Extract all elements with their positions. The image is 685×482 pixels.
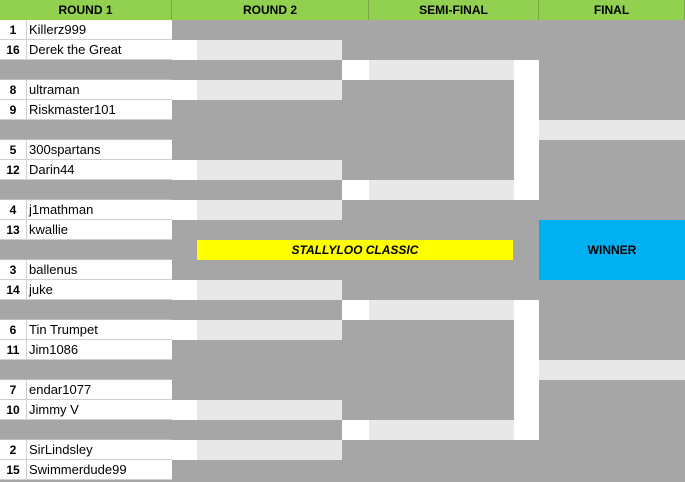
- team-name-cell[interactable]: kwallie: [27, 220, 172, 240]
- round2-slot[interactable]: [197, 80, 342, 100]
- separator-row: [0, 60, 172, 80]
- round2-slot[interactable]: [197, 200, 342, 220]
- seed-cell[interactable]: 8: [0, 80, 27, 100]
- team-name-cell[interactable]: Jim1086: [27, 340, 172, 360]
- team-name-cell[interactable]: endar1077: [27, 380, 172, 400]
- team-name-cell[interactable]: juke: [27, 280, 172, 300]
- semifinal-slot[interactable]: [369, 420, 514, 440]
- connector-cell: [342, 420, 369, 440]
- round2-slot[interactable]: [197, 320, 342, 340]
- round2-slot[interactable]: [197, 280, 342, 300]
- seed-cell[interactable]: 3: [0, 260, 27, 280]
- seed-cell[interactable]: 6: [0, 320, 27, 340]
- connector-cell: [342, 60, 369, 80]
- header-final[interactable]: FINAL: [539, 0, 685, 20]
- round2-slot[interactable]: [197, 40, 342, 60]
- connector-line: [514, 60, 539, 200]
- team-name-cell[interactable]: Tin Trumpet: [27, 320, 172, 340]
- round2-slot[interactable]: [197, 160, 342, 180]
- team-name-cell[interactable]: 300spartans: [27, 140, 172, 160]
- semifinal-slot[interactable]: [369, 180, 514, 200]
- connector-cell: [172, 160, 197, 180]
- separator-row: [0, 240, 172, 260]
- seed-cell[interactable]: 16: [0, 40, 27, 60]
- separator-row: [0, 300, 172, 320]
- seed-cell[interactable]: 10: [0, 400, 27, 420]
- connector-line: [514, 300, 539, 440]
- separator-row: [0, 120, 172, 140]
- seed-cell[interactable]: 7: [0, 380, 27, 400]
- team-name-cell[interactable]: Darin44: [27, 160, 172, 180]
- team-name-cell[interactable]: ballenus: [27, 260, 172, 280]
- connector-cell: [172, 200, 197, 220]
- team-name-cell[interactable]: Derek the Great: [27, 40, 172, 60]
- connector-cell: [172, 40, 197, 60]
- seed-cell[interactable]: 4: [0, 200, 27, 220]
- seed-cell[interactable]: 5: [0, 140, 27, 160]
- header-semi-final[interactable]: SEMI-FINAL: [369, 0, 539, 20]
- round2-slot[interactable]: [197, 400, 342, 420]
- semifinal-slot[interactable]: [369, 300, 514, 320]
- team-name-cell[interactable]: Swimmerdude99: [27, 460, 172, 480]
- team-name-cell[interactable]: SirLindsley: [27, 440, 172, 460]
- round2-slot[interactable]: [197, 440, 342, 460]
- header-round-2[interactable]: ROUND 2: [172, 0, 369, 20]
- separator-row: [0, 360, 172, 380]
- seed-cell[interactable]: 2: [0, 440, 27, 460]
- seed-cell[interactable]: 15: [0, 460, 27, 480]
- connector-cell: [172, 440, 197, 460]
- seed-cell[interactable]: 14: [0, 280, 27, 300]
- seed-cell[interactable]: 1: [0, 20, 27, 40]
- connector-cell: [342, 300, 369, 320]
- separator-row: [0, 180, 172, 200]
- team-name-cell[interactable]: Jimmy V: [27, 400, 172, 420]
- semifinal-slot[interactable]: [369, 60, 514, 80]
- connector-cell: [172, 320, 197, 340]
- final-slot[interactable]: [539, 360, 685, 380]
- connector-cell: [172, 400, 197, 420]
- seed-cell[interactable]: 9: [0, 100, 27, 120]
- team-name-cell[interactable]: j1mathman: [27, 200, 172, 220]
- final-slot[interactable]: [539, 120, 685, 140]
- header-round-1[interactable]: ROUND 1: [0, 0, 172, 20]
- seed-cell[interactable]: 12: [0, 160, 27, 180]
- connector-cell: [342, 180, 369, 200]
- separator-row: [0, 420, 172, 440]
- team-name-cell[interactable]: Riskmaster101: [27, 100, 172, 120]
- seed-cell[interactable]: 13: [0, 220, 27, 240]
- winner-box[interactable]: WINNER: [539, 220, 685, 280]
- seed-cell[interactable]: 11: [0, 340, 27, 360]
- connector-cell: [172, 80, 197, 100]
- team-name-cell[interactable]: Killerz999: [27, 20, 172, 40]
- tournament-title-banner: STALLYLOO CLASSIC: [197, 240, 513, 260]
- team-name-cell[interactable]: ultraman: [27, 80, 172, 100]
- connector-cell: [172, 280, 197, 300]
